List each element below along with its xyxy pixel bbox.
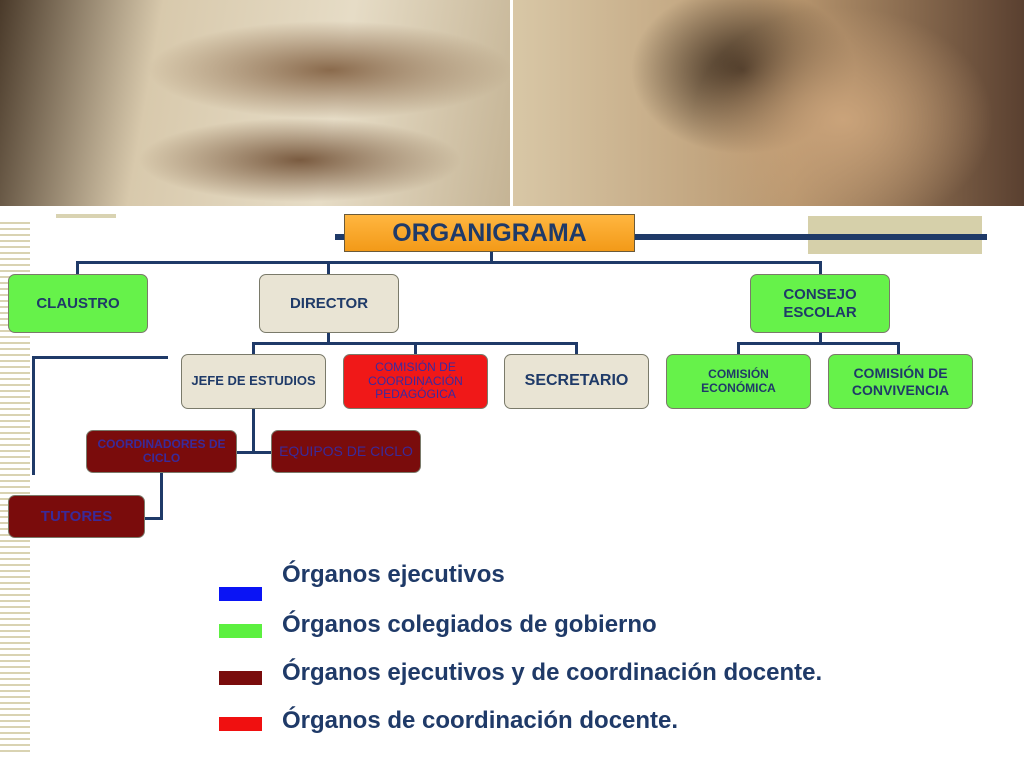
header-photo-woman [513,0,1024,206]
connector [327,261,330,275]
box-claustro: CLAUSTRO [8,274,148,333]
connector [237,451,271,454]
title-bar-line [335,234,987,240]
box-equipos-ciclo: EQUIPOS DE CICLO [271,430,421,473]
connector [414,342,417,354]
box-comision-coordinacion: COMISIÓN DE COORDINACIÓN PEDAGÓGICA [343,354,488,409]
connector [160,473,163,519]
legend-label-ejecutivos: Órganos ejecutivos [282,561,505,588]
legend-label-ejecutivos-coordinacion: Órganos ejecutivos y de coordinación doc… [282,659,823,686]
connector [76,261,822,264]
box-tutores: TUTORES [8,495,145,538]
box-secretario: SECRETARIO [504,354,649,409]
box-consejo-escolar: CONSEJO ESCOLAR [750,274,890,333]
connector [76,261,79,275]
connector [490,252,493,263]
connector [737,342,740,354]
decorative-line [56,214,116,218]
legend-label-coordinacion: Órganos de coordinación docente. [282,707,679,734]
legend-swatch-colegiados [219,624,262,638]
connector [252,342,255,354]
header-photo-hands [0,0,510,206]
legend-swatch-coordinacion [219,717,262,731]
box-coordinadores-ciclo: COORDINADORES DE CICLO [86,430,237,473]
connector [737,342,900,345]
connector [897,342,900,354]
connector [819,261,822,275]
connector [327,332,330,344]
box-comision-convivencia: COMISIÓN DE CONVIVENCIA [828,354,973,409]
diagram-title: ORGANIGRAMA [344,214,635,252]
legend-label-colegiados: Órganos colegiados de gobierno [282,611,657,638]
box-director: DIRECTOR [259,274,399,333]
connector [575,342,578,354]
legend-swatch-ejecutivos [219,587,262,601]
connector [32,356,168,359]
connector [145,517,163,520]
connector [819,332,822,344]
connector [252,409,255,453]
box-jefe-estudios: JEFE DE ESTUDIOS [181,354,326,409]
legend-swatch-ejecutivos-coordinacion [219,671,262,685]
connector [32,356,35,475]
box-comision-economica: COMISIÓN ECONÓMICA [666,354,811,409]
